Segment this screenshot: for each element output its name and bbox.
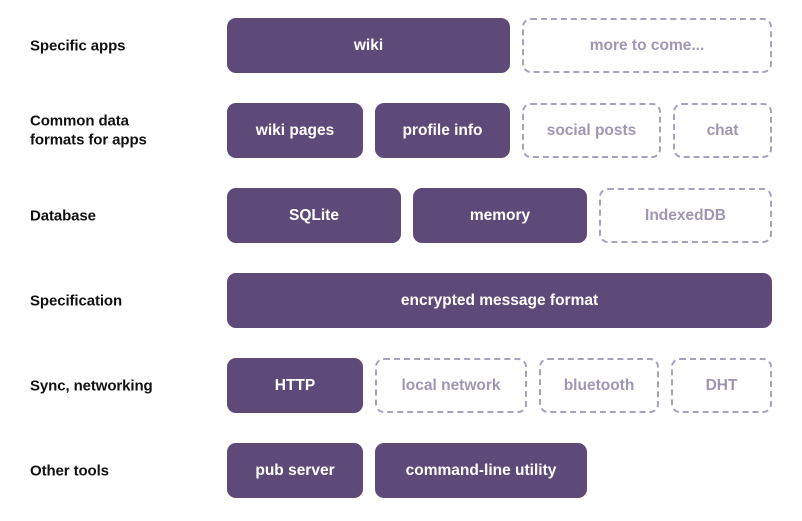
diagram-box: DHT (671, 358, 772, 413)
diagram-box: IndexedDB (599, 188, 772, 243)
diagram-box: wiki (227, 18, 510, 73)
diagram-box: bluetooth (539, 358, 659, 413)
diagram-box: pub server (227, 443, 363, 498)
diagram-box: more to come... (522, 18, 772, 73)
diagram-box: wiki pages (227, 103, 363, 158)
row-label: Other tools (30, 461, 109, 479)
row-label: Specification (30, 291, 123, 309)
row-label: Specific apps (30, 36, 126, 54)
diagram-box: social posts (522, 103, 661, 158)
diagram-box: local network (375, 358, 527, 413)
diagram-box: HTTP (227, 358, 363, 413)
diagram-box: memory (413, 188, 587, 243)
diagram-box: SQLite (227, 188, 401, 243)
diagram-row: Specification encrypted message format (0, 273, 802, 328)
row-label: Common data formats for apps (30, 112, 147, 149)
diagram-box: chat (673, 103, 772, 158)
diagram-box: encrypted message format (227, 273, 772, 328)
diagram-box: profile info (375, 103, 510, 158)
row-label: Sync, networking (30, 376, 153, 394)
diagram-box: command-line utility (375, 443, 587, 498)
row-boxes: encrypted message format (227, 273, 772, 328)
row-label: Database (30, 206, 96, 224)
